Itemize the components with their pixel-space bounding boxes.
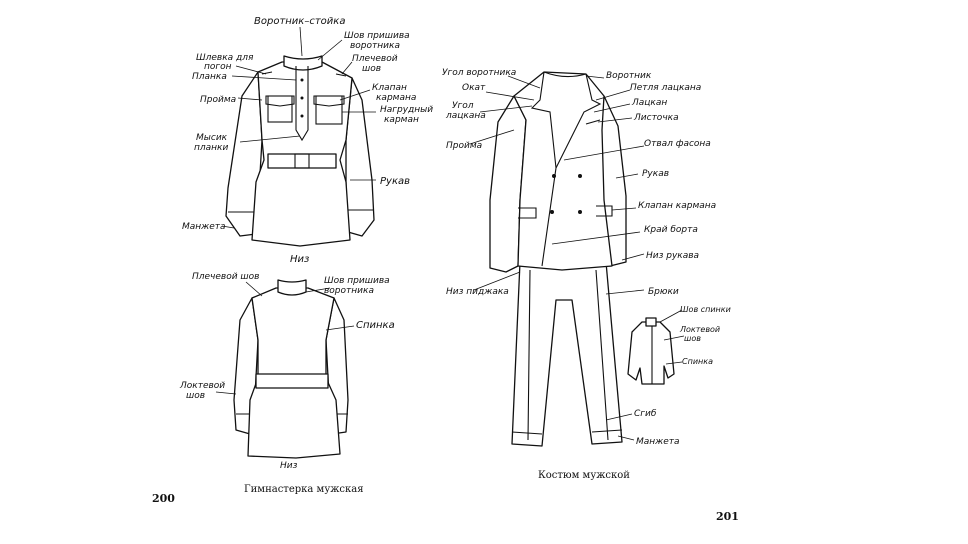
label-collar-seam-back: воротника [324, 286, 374, 296]
label-fold: Сгиб [634, 409, 657, 419]
suit-labels: Угол воротника Окат Угол лацкана Пройма … [442, 68, 731, 447]
label-collar-seam-back: Шов пришива [324, 276, 390, 286]
label-lapel-fold: Отвал фасона [644, 139, 711, 149]
label-hem-back: Низ [280, 461, 298, 471]
label-leaflet: Листочка [633, 113, 679, 123]
label-front-edge: Край борта [644, 225, 698, 235]
label-placket: Планка [192, 72, 227, 82]
label-jacket-hem: Низ пиджака [446, 287, 509, 297]
label-lapel-loop: Петля лацкана [630, 83, 701, 93]
label-shoulder-seam-back: Плечевой шов [192, 272, 259, 282]
label-sleeve: Рукав [380, 176, 410, 187]
label-placket-tips: планки [194, 143, 228, 153]
label-sleeve-suit: Рукав [642, 169, 669, 179]
label-strap-loop: Шлевка для [196, 53, 254, 63]
tunic-front [225, 55, 375, 247]
label-back-small: Спинка [682, 357, 713, 366]
label-lapel-corner: лацкана [445, 111, 486, 121]
tunic-back-leaders [215, 281, 355, 395]
label-hem: Низ [290, 254, 309, 265]
label-cuff: Манжета [182, 222, 226, 232]
label-roll: Окат [462, 83, 486, 93]
label-back: Спинка [356, 320, 395, 331]
suit-jacket [489, 71, 627, 273]
label-lapel-corner: Угол [452, 101, 474, 111]
label-collar-seam: воротника [350, 41, 400, 51]
caption-suit: Костюм мужской [538, 470, 630, 481]
caption-tunic: Гимнастерка мужская [244, 484, 364, 495]
label-armhole-suit: Пройма [446, 141, 482, 151]
label-collar: Воротник–стойка [254, 16, 345, 27]
tunic-back [233, 279, 349, 459]
label-pocket-flap-suit: Клапан кармана [638, 201, 716, 211]
tunic-front-labels: Воротник–стойка Шов пришива воротника Пл… [182, 16, 433, 265]
label-back-seam: Шов спинки [680, 305, 731, 314]
label-collar-corner: Угол воротника [442, 68, 516, 78]
label-sleeve-hem: Низ рукава [646, 251, 699, 261]
label-shoulder-seam: Плечевой [352, 54, 398, 64]
label-collar-suit: Воротник [606, 71, 652, 81]
suit-leaders [469, 75, 685, 441]
label-cuff-suit: Манжета [636, 437, 680, 447]
suit-trousers [511, 261, 623, 447]
label-elbow-seam: шов [186, 391, 205, 401]
label-lapel: Лацкан [631, 98, 667, 108]
label-armhole: Пройма [200, 95, 236, 105]
page-number-left: 200 [152, 492, 175, 505]
label-elbow-seam-small: шов [684, 334, 701, 343]
label-pocket-flap: Клапан [372, 83, 407, 93]
label-shoulder-seam: шов [362, 64, 381, 74]
tunic-back-labels: Плечевой шов Шов пришива воротника Спинк… [179, 272, 395, 471]
page-number-right: 201 [716, 510, 739, 523]
label-elbow-seam: Локтевой [179, 381, 225, 391]
small-jacket-back [627, 317, 675, 385]
label-breast-pocket: карман [384, 115, 419, 125]
label-placket-tips: Мысик [196, 133, 228, 143]
label-collar-seam: Шов пришива [344, 31, 410, 41]
label-breast-pocket: Нагрудный [380, 105, 433, 115]
tunic-front-leaders [221, 26, 376, 229]
label-pocket-flap: кармана [376, 93, 416, 103]
label-trousers: Брюки [648, 287, 679, 297]
label-strap-loop: погон [204, 62, 232, 72]
label-elbow-seam-small: Локтевой [679, 325, 720, 334]
